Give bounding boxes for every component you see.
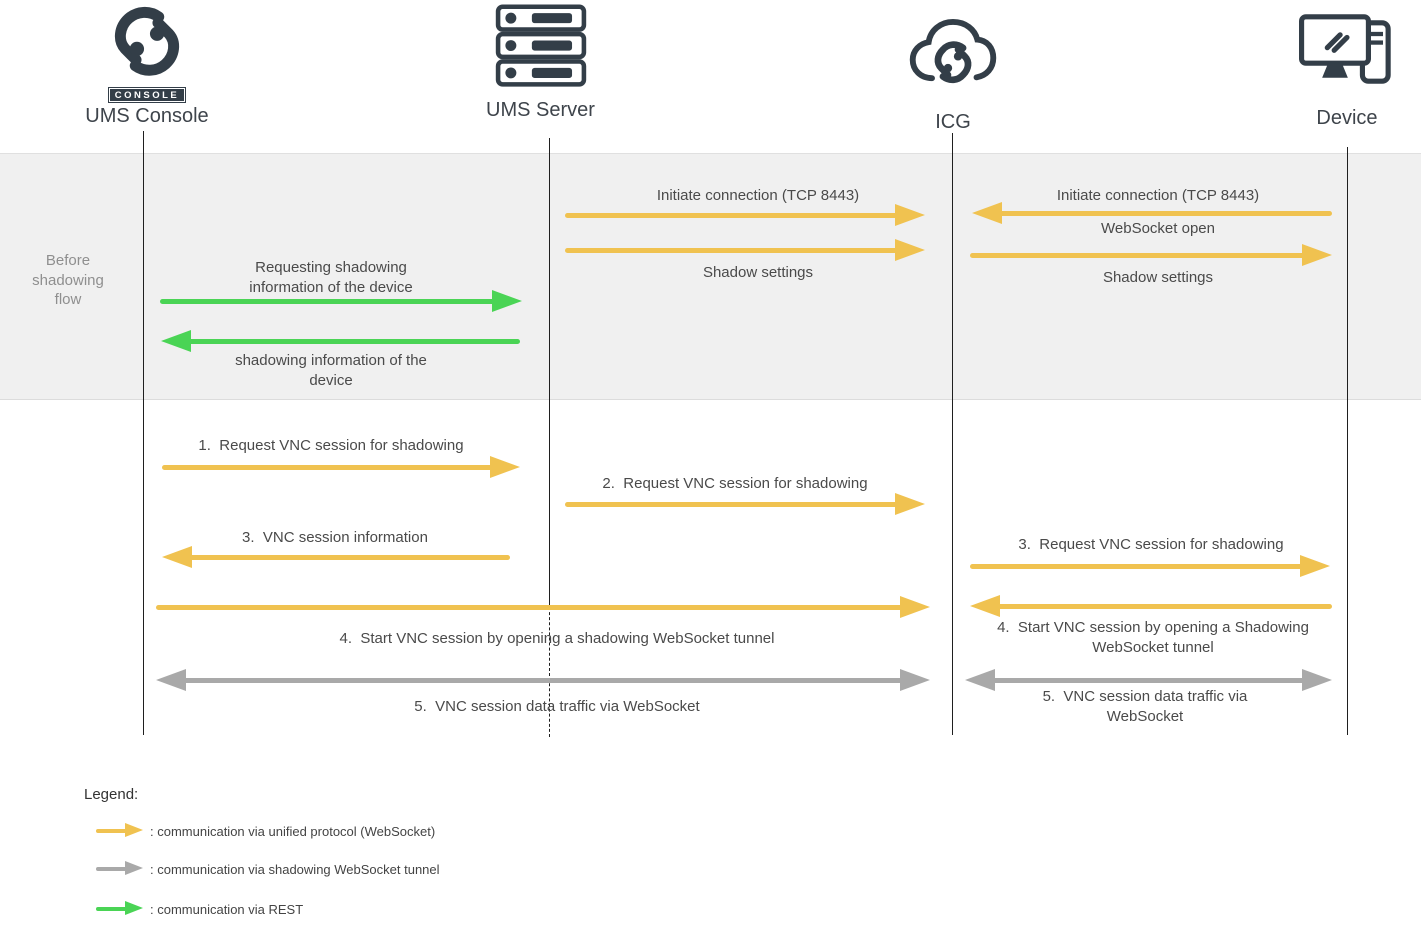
actor-label-icg: ICG xyxy=(935,111,971,133)
gray-arrow-icon xyxy=(96,861,143,876)
arrow-step4-start-vnc-console-icg xyxy=(156,596,930,618)
message-label-requesting-shadowing-info: Requesting shadowing information of the … xyxy=(249,259,413,297)
arrow-step2-request-vnc-server-icg xyxy=(565,493,925,515)
message-label-step3-right: 3. Request VNC session for shadowing xyxy=(1018,536,1284,553)
arrow-step1-request-vnc-console-server xyxy=(162,456,520,478)
message-label-shadow-settings-server-icg: Shadow settings xyxy=(702,264,814,281)
arrow-step3-vnc-session-info xyxy=(162,546,510,568)
legend-title: Legend: xyxy=(84,786,139,803)
message-label-step5-left: 5. VNC session data traffic via WebSocke… xyxy=(414,698,700,715)
lifeline-device xyxy=(1347,147,1348,735)
lifeline-ums-server-dashed xyxy=(549,607,550,737)
actor-label-device: Device xyxy=(1316,107,1378,129)
message-label-initiate-connection-device-icg: Initiate connection (TCP 8443) xyxy=(1056,187,1260,204)
before-shadowing-band-label: Before shadowing flow xyxy=(32,252,104,308)
igel-chain-logo-icon xyxy=(114,6,180,76)
cloud-chain-icon xyxy=(909,19,997,87)
arrow-shadow-settings-icg-device xyxy=(970,244,1332,266)
console-badge: CONSOLE xyxy=(107,87,187,103)
server-stack-icon xyxy=(495,4,586,87)
actor-ums-server: UMS Server xyxy=(478,4,603,122)
arrow-requesting-shadowing-info xyxy=(160,290,522,312)
actor-label-ums-console: UMS Console xyxy=(85,105,209,127)
actor-ums-console: CONSOLE UMS Console xyxy=(82,6,212,128)
message-label-step5-right: 5. VNC session data traffic via WebSocke… xyxy=(1042,688,1252,726)
green-arrow-icon xyxy=(96,901,143,916)
legend-label-unified-protocol: : communication via unified protocol (We… xyxy=(150,824,436,839)
arrow-initiate-connection-server-icg xyxy=(565,204,925,226)
message-label-step4-right: 4. Start VNC session by opening a Shadow… xyxy=(997,619,1314,657)
message-label-step2: 2. Request VNC session for shadowing xyxy=(602,475,868,492)
lifeline-ums-console xyxy=(143,131,144,735)
actor-icg: ICG xyxy=(893,6,1013,134)
arrow-step3-request-vnc-icg-device xyxy=(970,555,1330,577)
arrow-step4-start-vnc-device-icg xyxy=(970,595,1332,617)
message-label-step4-left: 4. Start VNC session by opening a shadow… xyxy=(339,630,775,647)
message-label-shadowing-info-response: shadowing information of the device xyxy=(235,352,432,390)
message-label-shadow-settings-icg-device: Shadow settings xyxy=(1102,269,1214,286)
arrow-initiate-connection-device-icg xyxy=(972,202,1332,224)
message-label-step1: 1. Request VNC session for shadowing xyxy=(198,437,464,454)
arrow-shadowing-info-response xyxy=(161,330,520,352)
message-label-initiate-connection-server-icg: Initiate connection (TCP 8443) xyxy=(656,187,860,204)
before-shadowing-band xyxy=(0,153,1421,400)
message-label-websocket-open: WebSocket open xyxy=(1101,220,1215,237)
message-label-step3-left: 3. VNC session information xyxy=(242,529,428,546)
workstation-icon xyxy=(1299,14,1391,84)
lifeline-ums-server xyxy=(549,138,550,607)
arrow-shadow-settings-server-icg xyxy=(565,239,925,261)
lifeline-icg xyxy=(952,133,953,735)
actor-device: Device xyxy=(1287,12,1407,130)
legend-label-websocket-tunnel: : communication via shadowing WebSocket … xyxy=(150,862,440,877)
actor-label-ums-server: UMS Server xyxy=(486,99,595,121)
yellow-arrow-icon xyxy=(96,823,143,838)
legend-label-rest: : communication via REST xyxy=(150,902,304,917)
arrow-step5-vnc-data-console-icg xyxy=(156,669,930,691)
arrow-step5-vnc-data-icg-device xyxy=(965,669,1332,691)
